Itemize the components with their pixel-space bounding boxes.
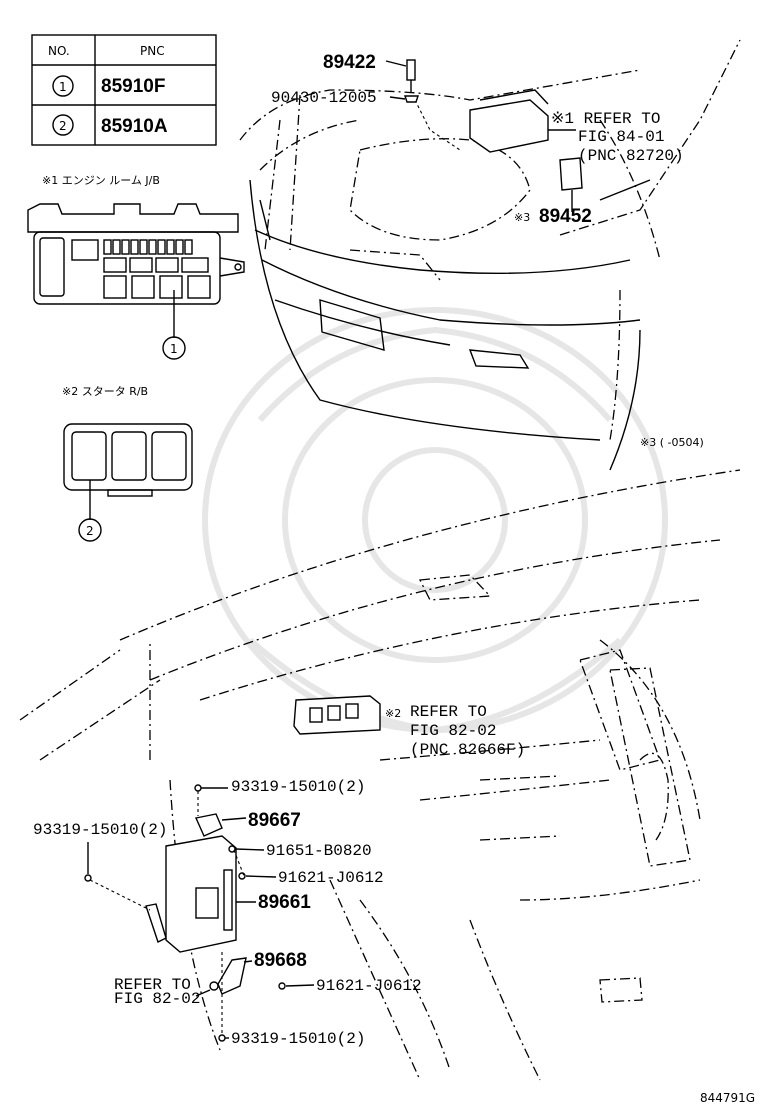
refer-fig-82-02-line3: (PNC 82666F) [410, 741, 525, 759]
label-93319-15010-top: 93319-15010(2) [231, 778, 365, 796]
note-3: ※3 ( -0504) [640, 436, 704, 449]
starter-relay-block: ※2 スタータ R/B 2 [62, 385, 193, 542]
refer-fig-82-02-lower-line1: REFER TO [114, 976, 191, 994]
label-89667: 89667 [248, 810, 301, 831]
watermark-emblem [202, 307, 668, 734]
refer-fig-82-02-line1: REFER TO [410, 703, 487, 721]
label-91621-J0612-upper: 91621-J0612 [278, 869, 384, 887]
label-90430-12005: 90430-12005 [271, 89, 377, 107]
refer-fig-82-02-line2: FIG 82-02 [410, 722, 496, 740]
table-row-2-no: 2 [59, 119, 67, 133]
table-row-2-pnc: 85910A [101, 116, 168, 137]
engine-room-junction-block: ※1 エンジン ルーム J/B 1 [27, 174, 245, 360]
refer-fig-84-01-line3: (PNC 82720) [578, 147, 684, 165]
label-89661: 89661 [258, 892, 311, 913]
figure-code: 844791G [700, 1091, 755, 1105]
label-89668: 89668 [254, 950, 307, 971]
label-93319-15010-left: 93319-15010(2) [33, 821, 167, 839]
table-header-pnc: PNC [140, 44, 165, 58]
cabin-dash-view: ※2 REFER TO FIG 82-02 (PNC 82666F) 93319… [19, 469, 741, 1081]
label-refer-fig-82-02-mark: ※2 [385, 707, 401, 720]
label-89422: 89422 [323, 52, 376, 73]
callout-2: 2 [86, 524, 94, 538]
starter-rb-label: ※2 スタータ R/B [62, 385, 148, 398]
table-row-1-pnc: 85910F [101, 76, 165, 97]
refer-fig-82-02-lower-line2: FIG 82-02 [114, 990, 200, 1008]
table-header-no: NO. [48, 44, 70, 58]
engine-bay-view: 89422 90430-12005 ※1 REFER TO FIG 84-01 … [239, 39, 741, 471]
label-91651-B0820: 91651-B0820 [266, 842, 372, 860]
engine-room-jb-label: ※1 エンジン ルーム J/B [42, 174, 160, 187]
table-row-1-no: 1 [59, 80, 67, 94]
label-89452: 89452 [539, 206, 592, 227]
refer-fig-84-01-line1: ※1 REFER TO [551, 110, 660, 128]
callout-1: 1 [170, 342, 178, 356]
pnc-table: NO. PNC 1 85910F 2 85910A [31, 34, 217, 146]
refer-fig-84-01-line2: FIG 84-01 [578, 128, 664, 146]
label-89452-mark: ※3 [514, 211, 530, 224]
label-93319-15010-bottom: 93319-15010(2) [231, 1030, 365, 1048]
label-91621-J0612-lower: 91621-J0612 [316, 977, 422, 995]
